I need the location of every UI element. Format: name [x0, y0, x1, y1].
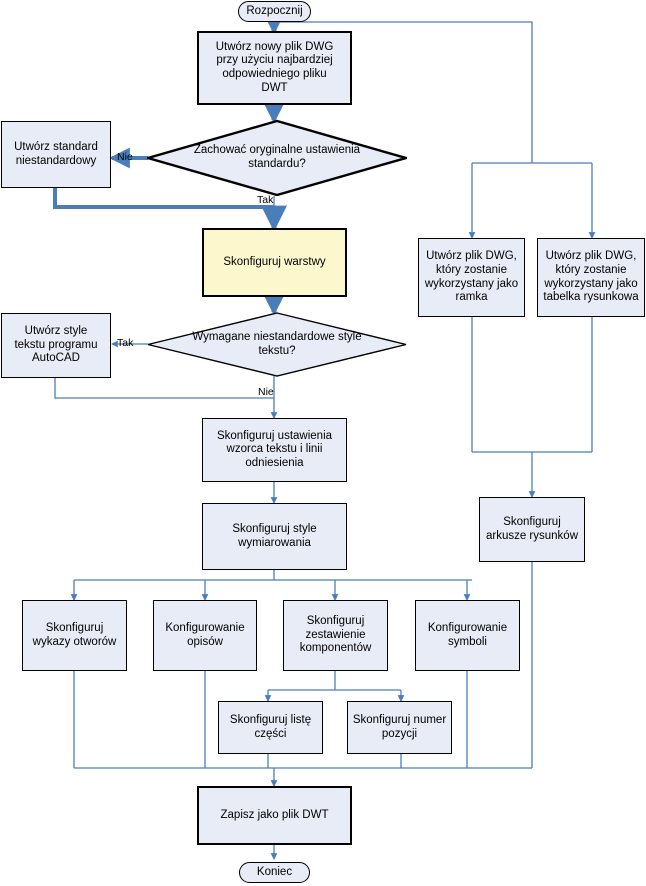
node-dwg-frame[interactable]: Utwórz plik DWG, który zostanie wykorzys… [418, 238, 525, 317]
node-config-text-leader-label: Skonfiguruj ustawienia wzorca tekstu i l… [216, 429, 333, 469]
node-config-dim-styles[interactable]: Skonfiguruj style wymiarowania [202, 503, 347, 570]
decision-text-styles-shape [147, 312, 407, 377]
node-start[interactable]: Rozpocznij [238, 1, 311, 22]
node-config-item-number[interactable]: Skonfiguruj numer pozycji [347, 701, 452, 754]
decision-standard-shape [143, 119, 411, 197]
node-config-parts-list[interactable]: Skonfiguruj listę części [218, 701, 323, 754]
node-save-dwt-label: Zapisz jako plik DWT [220, 808, 329, 821]
node-create-dwg-label: Utwórz nowy plik DWG przy użyciu najbard… [215, 40, 334, 94]
node-start-label: Rozpocznij [246, 4, 303, 17]
node-decision-standard-label: Zachować oryginalne ustawienia standardu… [193, 144, 361, 170]
node-dwg-frame-label: Utwórz plik DWG, który zostanie wykorzys… [424, 250, 519, 304]
node-config-layers[interactable]: Skonfiguruj warstwy [202, 228, 347, 297]
node-autocad-text-styles-label: Utwórz style tekstu programu AutoCAD [14, 325, 98, 365]
node-custom-standard[interactable]: Utwórz standard niestandardowy [1, 121, 111, 188]
node-decision-text-styles-label: Wymagane niestandardowe style tekstu? [192, 330, 362, 357]
node-decision-text-styles[interactable]: Wymagane niestandardowe style tekstu? [147, 312, 407, 377]
node-dwg-titleblock[interactable]: Utwórz plik DWG, który zostanie wykorzys… [537, 238, 645, 317]
node-end-label: Koniec [256, 865, 293, 878]
node-config-sheets-label: Skonfiguruj arkusze rysunków [485, 515, 579, 542]
node-config-annotations-label: Konfigurowanie opisów [165, 621, 245, 648]
node-config-bom-label: Skonfiguruj zestawienie komponentów [299, 615, 372, 655]
node-custom-standard-label: Utwórz standard niestandardowy [14, 140, 98, 167]
node-save-dwt[interactable]: Zapisz jako plik DWT [197, 786, 352, 845]
edge-label-text-yes: Tak [117, 337, 134, 349]
node-config-annotations[interactable]: Konfigurowanie opisów [153, 600, 257, 671]
node-create-dwg[interactable]: Utwórz nowy plik DWG przy użyciu najbard… [197, 31, 352, 105]
node-config-holes[interactable]: Skonfiguruj wykazy otworów [22, 600, 127, 671]
edge-custom-standard-merge [53, 188, 274, 209]
node-config-dim-styles-label: Skonfiguruj style wymiarowania [232, 522, 317, 549]
node-config-parts-list-label: Skonfiguruj listę części [229, 713, 312, 740]
node-config-holes-label: Skonfiguruj wykazy otworów [32, 621, 117, 648]
node-config-symbols-label: Konfigurowanie symboli [427, 621, 508, 648]
node-config-item-number-label: Skonfiguruj numer pozycji [352, 713, 447, 740]
node-config-text-leader[interactable]: Skonfiguruj ustawienia wzorca tekstu i l… [202, 418, 347, 482]
edge-autocad-styles-merge [54, 378, 274, 399]
edge-label-standard-no: Nie [117, 151, 133, 163]
edge-start-to-right-branch [274, 21, 533, 163]
node-config-sheets[interactable]: Skonfiguruj arkusze rysunków [479, 497, 585, 562]
node-config-layers-label: Skonfiguruj warstwy [223, 255, 326, 268]
node-config-bom[interactable]: Skonfiguruj zestawienie komponentów [283, 600, 388, 671]
node-end[interactable]: Koniec [239, 862, 310, 883]
edge-label-text-no: Nie [258, 386, 274, 398]
node-autocad-text-styles[interactable]: Utwórz style tekstu programu AutoCAD [1, 313, 111, 378]
node-decision-standard[interactable]: Zachować oryginalne ustawienia standardu… [143, 119, 411, 197]
node-config-symbols[interactable]: Konfigurowanie symboli [415, 600, 520, 671]
node-dwg-titleblock-label: Utwórz plik DWG, który zostanie wykorzys… [543, 250, 639, 304]
edge-label-standard-yes: Tak [257, 194, 274, 206]
